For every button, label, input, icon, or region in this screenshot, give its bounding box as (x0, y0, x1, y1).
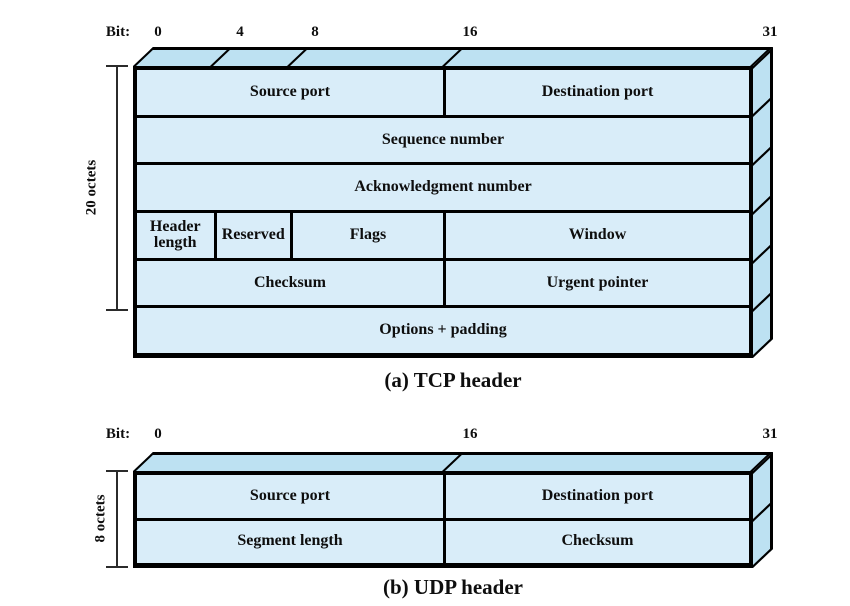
udp-octets-label: 8 octets (92, 494, 109, 543)
tcp-bit-axis-label: Bit: (105, 24, 131, 40)
tcp-tick-bit16 (442, 50, 462, 66)
udp-octets-bracket (116, 471, 118, 567)
tcp-field-urgent-pointer: Urgent pointer (443, 260, 749, 306)
tcp-bit-31: 31 (762, 24, 778, 40)
udp-field-checksum: Checksum (443, 520, 749, 563)
tcp-field-header-length: Header length (137, 213, 214, 258)
udp-bit-16: 16 (462, 426, 478, 442)
tcp-top-face (133, 47, 774, 66)
tcp-row-options: Options + padding (137, 305, 749, 354)
tcp-bit-8: 8 (311, 24, 319, 40)
udp-field-source-port: Source port (137, 475, 443, 518)
tcp-bit-4: 4 (236, 24, 244, 40)
tcp-field-reserved: Reserved (213, 213, 290, 258)
tcp-field-destination-port: Destination port (443, 70, 749, 115)
udp-top-face (133, 452, 774, 471)
udp-row-length-checksum: Segment length Checksum (137, 517, 749, 563)
tcp-octets-bracket (116, 66, 118, 310)
tcp-bit-0: 0 (154, 24, 162, 40)
tcp-field-options-padding: Options + padding (137, 308, 749, 354)
udp-field-destination-port: Destination port (443, 475, 749, 518)
tcp-side-face (753, 47, 773, 359)
tcp-field-source-port: Source port (137, 70, 443, 115)
tcp-field-checksum: Checksum (137, 260, 443, 306)
udp-row-ports: Source port Destination port (137, 475, 749, 518)
tcp-field-flags: Flags (290, 213, 443, 258)
tcp-row-checksum: Checksum Urgent pointer (137, 257, 749, 306)
udp-field-segment-length: Segment length (137, 520, 443, 563)
tcp-bit-16: 16 (462, 24, 478, 40)
tcp-row-sequence: Sequence number (137, 114, 749, 163)
tcp-row-ports: Source port Destination port (137, 70, 749, 115)
tcp-octets-label: 20 octets (83, 159, 100, 216)
udp-caption: (b) UDP header (383, 575, 523, 599)
udp-header-grid: Source port Destination port Segment len… (133, 471, 753, 568)
udp-bit-axis-label: Bit: (105, 426, 131, 442)
tcp-field-sequence-number: Sequence number (137, 117, 749, 163)
udp-bit-31: 31 (762, 426, 778, 442)
tcp-caption: (a) TCP header (384, 368, 522, 392)
tcp-field-window: Window (443, 213, 749, 258)
udp-bit-0: 0 (154, 426, 162, 442)
tcp-tick-bit4 (210, 50, 230, 66)
tcp-row-acknowledgment: Acknowledgment number (137, 162, 749, 211)
tcp-field-acknowledgment-number: Acknowledgment number (137, 165, 749, 211)
tcp-row-flags: Header length Reserved Flags Window (137, 210, 749, 258)
tcp-tick-bit8 (287, 50, 307, 66)
tcp-header-grid: Source port Destination port Sequence nu… (133, 66, 753, 358)
udp-tick-bit16 (442, 455, 462, 471)
udp-side-face (753, 452, 773, 568)
